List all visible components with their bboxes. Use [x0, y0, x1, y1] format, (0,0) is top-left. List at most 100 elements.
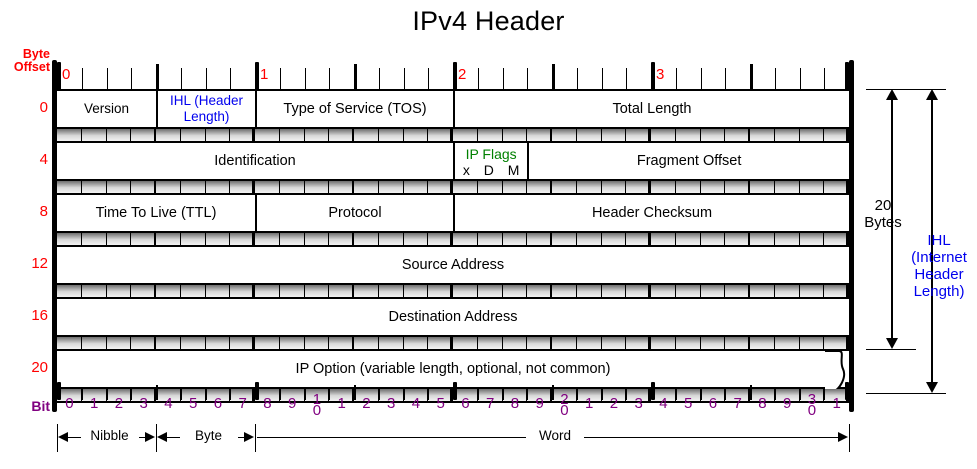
bit-tick-cell: [329, 233, 354, 245]
bit-tick-cell: [626, 337, 651, 349]
byte-ruler-tick: [378, 68, 380, 89]
bit-ruler-tick: [106, 388, 108, 400]
bit-tick-cell: [552, 285, 577, 297]
bit-tick-cell: [799, 181, 825, 193]
byte-ruler-tick: [81, 68, 83, 89]
bit-tick-cell: [725, 181, 750, 193]
bit-tick-cell: [502, 389, 528, 401]
bit-tick-cell: [304, 181, 330, 193]
bit-tick-cell: [403, 233, 429, 245]
byte-ruler-tick: [279, 68, 281, 89]
bit-tick-cell: [131, 181, 156, 193]
field-protocol-label: Protocol: [328, 205, 382, 221]
bit-number-23: 3: [634, 395, 643, 412]
bit-ruler-tick: [552, 385, 554, 400]
bit-tick-cell: [774, 285, 800, 297]
bit-tick-cell: [527, 233, 552, 245]
bit-tick-cell: [255, 389, 280, 401]
bit-tick-cell: [131, 233, 156, 245]
bit-tick-cell: [428, 129, 453, 141]
bit-tick-cell: [354, 337, 379, 349]
bit-ruler-tick: [329, 388, 331, 400]
field-ihl-label: IHL (Header Length): [169, 93, 244, 124]
field-destination-address-label: Destination Address: [388, 309, 518, 325]
field-identification-label: Identification: [214, 153, 296, 169]
bit-tick-cell: [428, 181, 453, 193]
byte-ruler-tick: [156, 64, 159, 89]
bit-tick-cell: [255, 181, 280, 193]
bit-tick-cell: [750, 389, 775, 401]
byte-ruler-tick: [799, 68, 801, 89]
bit-tick-cell: [527, 285, 552, 297]
bit-tick-cell: [106, 337, 132, 349]
field-version: Version: [57, 91, 156, 127]
bit-tick-cell: [279, 389, 305, 401]
bit-tick-cell: [626, 285, 651, 297]
ihl-arrow-down: [925, 382, 938, 393]
byte-ruler-tick: [205, 68, 207, 89]
byte-ruler-tick: [527, 68, 529, 89]
bit-tick-cell: [255, 233, 280, 245]
bit-ruler-tick: [304, 388, 306, 400]
bit-tick-cell: [774, 233, 800, 245]
bit-tick-cell: [230, 285, 255, 297]
bit-ruler-tick: [453, 382, 457, 400]
bit-tick-cell: [725, 389, 750, 401]
bit-ruler-tick: [180, 388, 182, 400]
bit-number-28: 8: [758, 395, 767, 412]
bit-tick-band: [57, 285, 849, 299]
bit-ruler-tick: [477, 388, 479, 400]
bit-number-24: 4: [659, 395, 668, 412]
bit-tick-cell: [428, 233, 453, 245]
bit-tick-cell: [304, 285, 330, 297]
scale-label-word: Word: [526, 428, 584, 443]
field-ihl: IHL (Header Length): [156, 91, 255, 127]
scale-line: [167, 437, 180, 438]
bit-number-3: 3: [139, 395, 148, 412]
byte-ruler-tick: [57, 62, 61, 91]
bit-tick-cell: [774, 129, 800, 141]
twenty-bytes-line: [891, 98, 893, 340]
bit-number-12: 2: [362, 395, 371, 412]
bit-tick-cell: [824, 337, 849, 349]
field-version-label: Version: [83, 101, 130, 116]
bit-ruler-tick: [428, 388, 430, 400]
bit-tick-cell: [205, 233, 231, 245]
byte-ruler-tick: [255, 62, 259, 91]
bit-tick-cell: [378, 181, 404, 193]
bit-tick-cell: [651, 337, 676, 349]
bit-ruler-tick: [279, 388, 281, 400]
bit-tick-cell: [230, 181, 255, 193]
bit-tick-cell: [552, 337, 577, 349]
bit-tick-cell: [750, 337, 775, 349]
bit-tick-cell: [750, 181, 775, 193]
bit-tick-cell: [378, 285, 404, 297]
bit-tick-cell: [428, 389, 453, 401]
table-left-border: [52, 60, 57, 412]
bit-tick-cell: [700, 337, 726, 349]
bit-ruler-tick: [527, 388, 529, 400]
bit-number-16: 6: [461, 395, 470, 412]
byte-ruler-tick: [700, 68, 702, 89]
bit-tick-cell: [255, 285, 280, 297]
annotation-ihl-line4: Length): [913, 283, 965, 300]
field-total-length-label: Total Length: [612, 101, 692, 117]
bit-number-1: 1: [89, 395, 99, 412]
byte-ruler-tick: [824, 68, 826, 89]
header-row-12: Source Address: [57, 245, 849, 285]
byte-offset-12: 12: [31, 255, 48, 272]
bit-tick-cell: [601, 181, 627, 193]
bit-number-22: 2: [609, 395, 619, 412]
bit-tick-cell: [774, 337, 800, 349]
bit-tick-cell: [403, 337, 429, 349]
bit-tick-cell: [774, 181, 800, 193]
byte-ruler-tick: [230, 68, 232, 89]
